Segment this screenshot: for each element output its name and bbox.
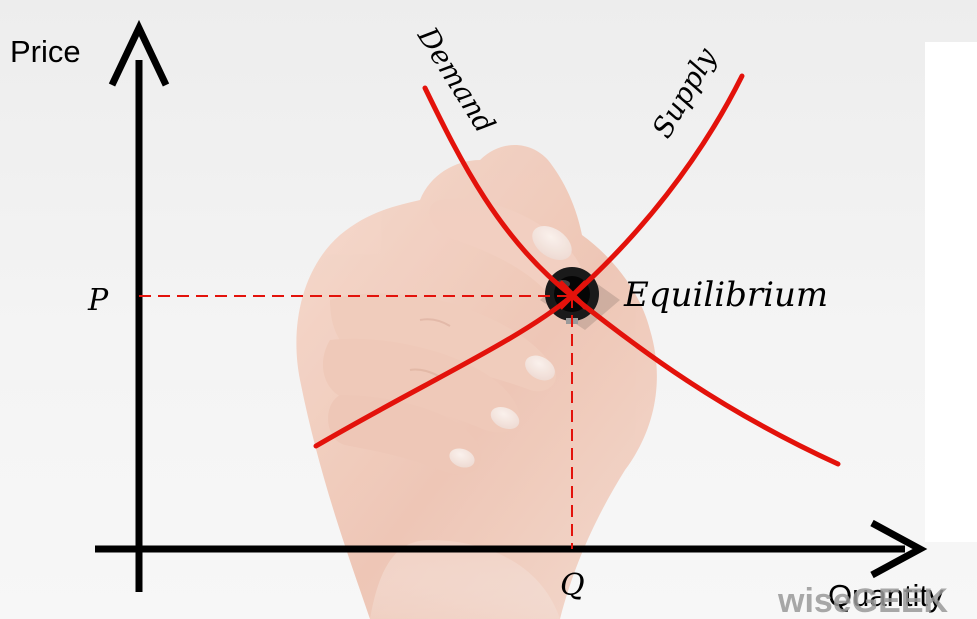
nail-thumb <box>532 225 572 261</box>
quantity-point-label: Q <box>560 568 585 603</box>
demand-label: Demand <box>411 20 502 139</box>
price-point-label: P <box>87 283 109 318</box>
nail-ring <box>449 448 475 468</box>
y-axis-label: Price <box>10 34 81 69</box>
right-white-panel <box>925 42 977 542</box>
wrist-fade <box>370 540 560 619</box>
watermark-logo: wiseGEEK <box>777 582 949 619</box>
x-axis-arrow-icon <box>870 519 928 579</box>
nail-middle <box>490 406 520 430</box>
equilibrium-guides <box>139 295 573 549</box>
finger-index <box>330 293 556 392</box>
axes <box>95 19 928 592</box>
x-axis-label: Quantity <box>828 578 944 613</box>
nail-index <box>525 355 555 381</box>
equilibrium-label: Equilibrium <box>623 275 828 315</box>
equilibrium-point <box>558 280 588 310</box>
y-axis-arrow-icon <box>108 19 170 87</box>
